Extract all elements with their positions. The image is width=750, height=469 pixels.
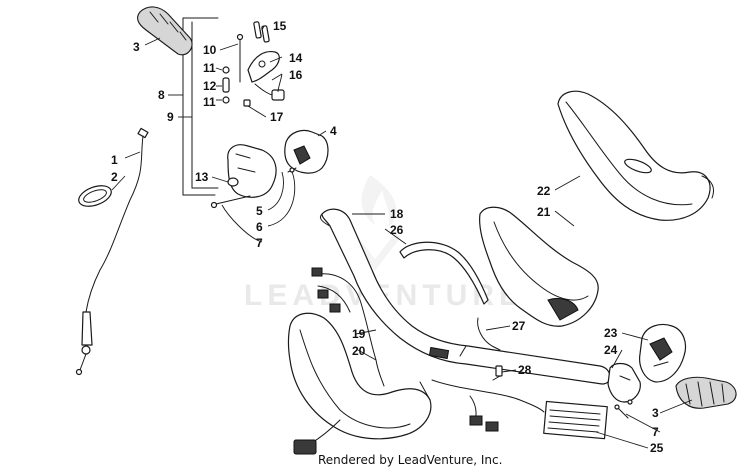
right-switch-housing <box>639 323 687 383</box>
throttle-cable <box>75 127 149 376</box>
callout-6: 6 <box>256 220 263 234</box>
callout-25: 25 <box>650 441 664 455</box>
left-hand-guard <box>287 312 432 440</box>
callout-26: 26 <box>390 223 404 237</box>
callout-15: 15 <box>273 19 287 33</box>
wiring-harness-left <box>311 267 385 387</box>
heated-grip-harness <box>293 379 545 455</box>
callout-4: 4 <box>330 124 337 138</box>
callouts: 3 1 2 8 9 10 11 12 11 15 14 16 17 4 13 5… <box>111 19 664 455</box>
callout-2: 2 <box>111 170 118 184</box>
throttle-housing <box>210 144 277 209</box>
right-housing-block <box>607 362 641 405</box>
callout-11-lower: 11 <box>203 95 216 109</box>
callout-19: 19 <box>352 327 366 341</box>
callout-21: 21 <box>537 205 551 219</box>
footer-credit: Rendered by LeadVenture, Inc. <box>318 453 502 467</box>
callout-14: 14 <box>289 51 303 65</box>
right-guard-shell <box>557 90 715 221</box>
handlebar-switch <box>284 129 329 174</box>
callout-7-left: 7 <box>256 236 263 250</box>
callout-28: 28 <box>518 363 532 377</box>
right-hand-grip <box>675 376 737 409</box>
grip-heater-element <box>543 400 608 440</box>
callout-27: 27 <box>512 319 526 333</box>
cable-clamp <box>78 185 112 207</box>
left-hand-grip <box>137 6 193 56</box>
callout-18: 18 <box>390 207 404 221</box>
callout-3-right: 3 <box>652 406 659 420</box>
pins <box>253 21 270 43</box>
callout-8: 8 <box>158 88 165 102</box>
callout-10: 10 <box>203 43 217 57</box>
callout-23: 23 <box>604 326 618 340</box>
assembly-bracket <box>182 17 219 196</box>
callout-5: 5 <box>256 204 263 218</box>
callout-3-left: 3 <box>133 40 140 54</box>
screws <box>477 317 629 419</box>
callout-1: 1 <box>111 153 118 167</box>
throttle-lever <box>247 50 280 83</box>
throttle-switch <box>243 83 285 107</box>
callout-16: 16 <box>289 68 303 82</box>
callout-12: 12 <box>203 79 217 93</box>
leader-lines <box>111 25 693 449</box>
callout-20: 20 <box>352 344 366 358</box>
callout-17: 17 <box>270 110 284 124</box>
callout-13: 13 <box>195 170 209 184</box>
callout-22: 22 <box>537 184 551 198</box>
callout-9: 9 <box>167 110 174 124</box>
callout-11-upper: 11 <box>203 61 216 75</box>
callout-7-right: 7 <box>652 425 659 439</box>
callout-24: 24 <box>604 343 618 357</box>
grip-heater-wire <box>399 241 489 305</box>
throttle-hardware <box>222 33 244 104</box>
right-hand-guard <box>479 206 599 327</box>
